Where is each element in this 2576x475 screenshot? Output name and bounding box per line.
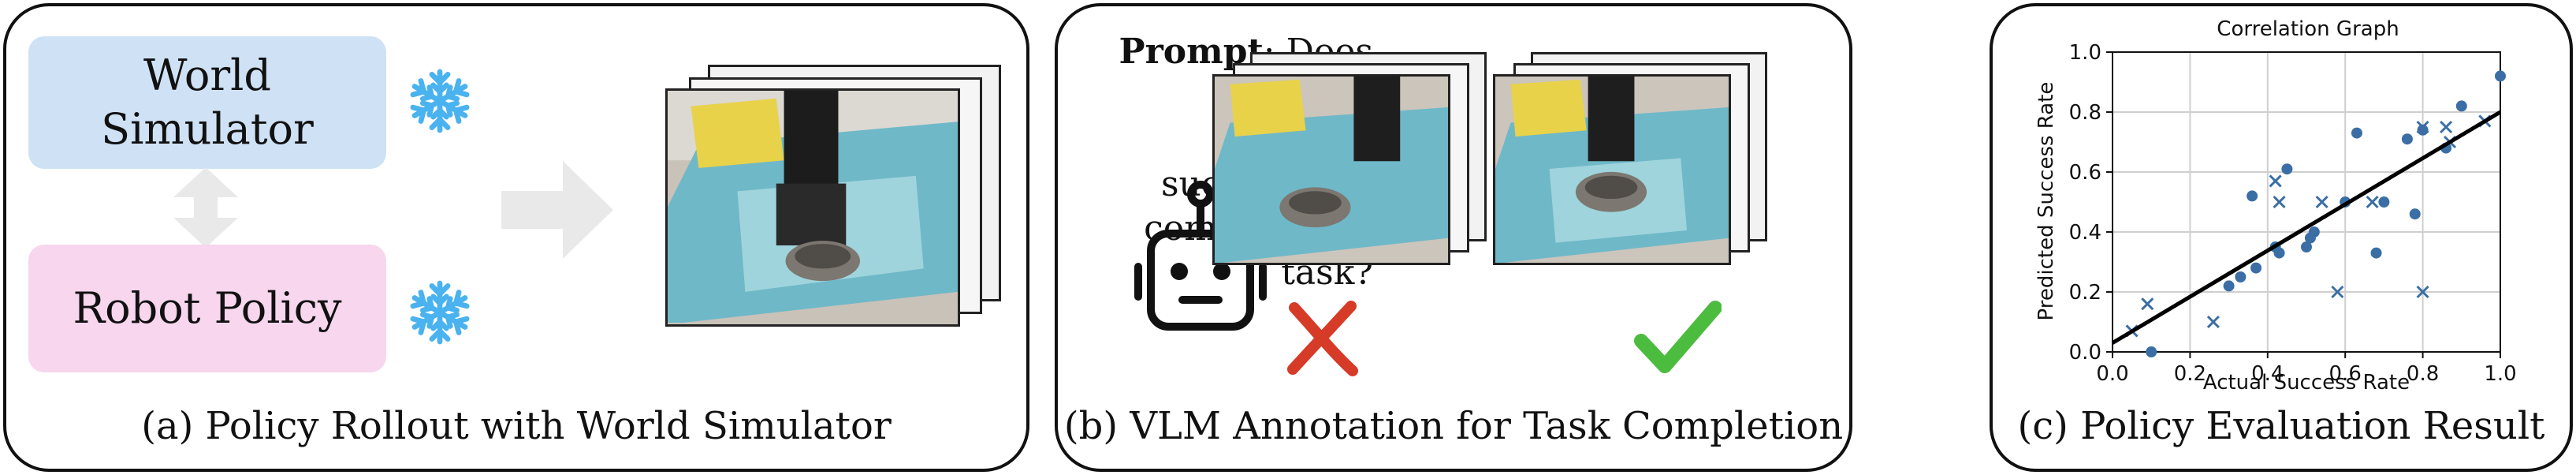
data-point-circle [2250, 262, 2262, 274]
x-tick-label: 0.4 [2251, 362, 2284, 386]
y-tick-label: 0.6 [2069, 161, 2101, 185]
data-point-circle [2455, 100, 2467, 112]
data-point-circle [2247, 190, 2258, 202]
robot-icon [1134, 181, 1267, 331]
data-point-circle [2417, 124, 2429, 136]
x-tick-label: 0.0 [2096, 362, 2128, 386]
y-tick-label: 0.0 [2069, 341, 2101, 365]
data-point-x [2416, 120, 2429, 134]
x-axis-label: Actual Success Rate [2202, 371, 2410, 395]
right-arrow-icon [501, 161, 613, 259]
world-simulator-label-line2: Simulator [101, 104, 314, 154]
success-frame-front [1493, 74, 1731, 265]
double-arrow-icon [173, 167, 238, 248]
panel-c-caption: (c) Policy Evaluation Result [2017, 404, 2545, 448]
data-point-x [2416, 285, 2429, 299]
y-axis-label: Predicted Success Rate [2034, 81, 2058, 321]
check-icon [1634, 301, 1722, 373]
data-point-x [2440, 120, 2453, 134]
data-point-circle [2370, 247, 2382, 259]
y-tick-label: 0.4 [2069, 221, 2101, 245]
data-point-circle [2378, 196, 2390, 208]
data-point-x [2269, 174, 2282, 188]
data-point-x [2141, 297, 2154, 311]
data-point-circle [2223, 280, 2235, 292]
world-simulator-box: World Simulator [28, 36, 386, 169]
data-point-x [2315, 195, 2328, 209]
correlation-scatter-chart: 0.0 0.2 0.4 0.6 0.8 1.0 0.0 0.2 0.4 0.6 0.8 1.0 [2069, 41, 2517, 386]
data-point-x [2331, 285, 2344, 299]
data-point-circle [2495, 70, 2506, 82]
failure-frame-front [1212, 74, 1450, 265]
rollout-frame-front [665, 88, 960, 327]
robot-policy-box: Robot Policy [28, 245, 386, 372]
snowflake-icon [407, 279, 473, 346]
x-tick-label: 0.2 [2174, 362, 2206, 386]
panel-vlm-annotation: Prompt: Does the robot successfully comp… [1055, 3, 1852, 472]
regression-line [2111, 110, 2502, 345]
panel-b-caption: (b) VLM Annotation for Task Completion [1063, 404, 1844, 448]
robot-policy-label: Robot Policy [73, 283, 342, 333]
data-point-x [2206, 315, 2220, 329]
x-tick-label: 0.6 [2329, 362, 2362, 386]
data-point-circle [2351, 127, 2362, 139]
data-point-circle [2146, 346, 2157, 357]
data-point-circle [2301, 241, 2312, 252]
data-point-x [2273, 195, 2286, 209]
y-tick-label: 0.8 [2069, 101, 2101, 125]
chart-title: Correlation Graph [2217, 17, 2399, 41]
x-tick-label: 1.0 [2484, 362, 2516, 386]
data-point-circle [2281, 163, 2293, 175]
plot-area-frame [2112, 51, 2501, 353]
data-point-circle [2273, 247, 2285, 259]
data-point-circle [2235, 271, 2247, 282]
snowflake-icon [407, 69, 473, 134]
y-tick-label: 1.0 [2069, 41, 2101, 65]
x-tick-label: 0.8 [2407, 362, 2439, 386]
panel-policy-rollout: World Simulator Robot Policy [3, 3, 1029, 472]
panel-a-caption: (a) Policy Rollout with World Simulator [141, 404, 892, 448]
y-tick-label: 0.2 [2069, 281, 2101, 305]
data-point-circle [2308, 226, 2320, 238]
data-point-circle [2409, 208, 2421, 220]
world-simulator-label-line1: World [143, 50, 271, 100]
cross-icon [1287, 301, 1358, 376]
data-point-circle [2401, 133, 2413, 145]
data-point-x [2366, 195, 2379, 209]
